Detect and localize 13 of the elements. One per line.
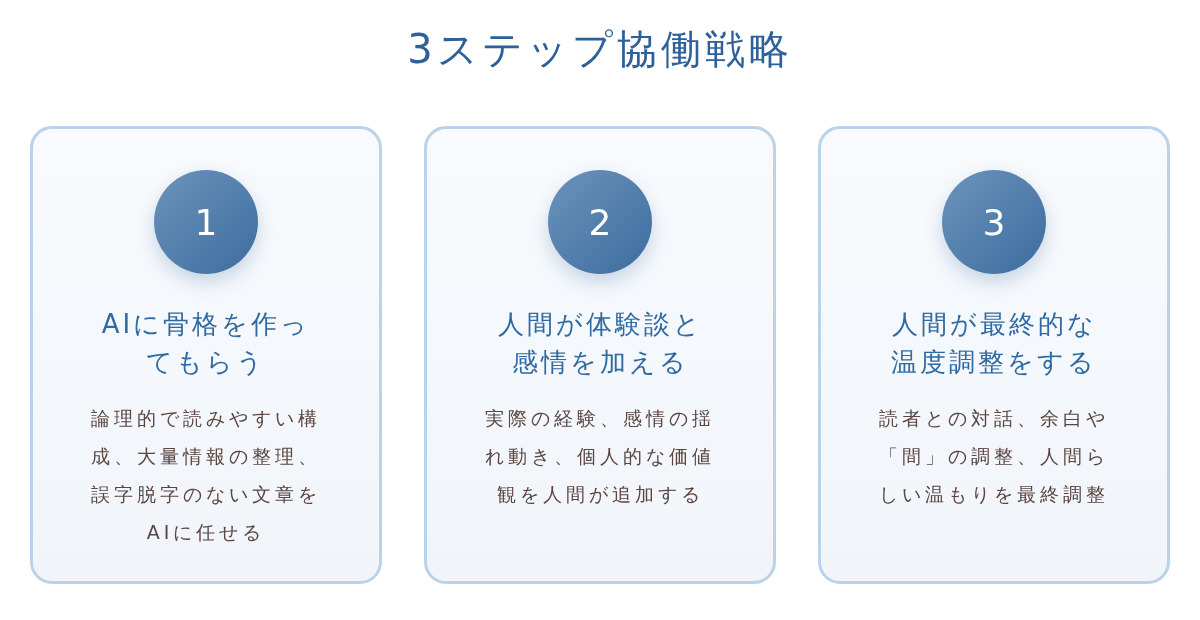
step-card [424, 126, 776, 584]
step-heading: 人間が最終的な温度調整をする [890, 308, 1098, 379]
step-heading: 人間が体験談と感情を加える [496, 308, 704, 379]
step-number-circle: 3 [942, 170, 1046, 274]
step-heading: AIに骨格を作ってもらう [100, 308, 312, 379]
step-card [30, 126, 382, 584]
title: 3ステップ協働戦略 [406, 25, 794, 74]
step-card [818, 126, 1170, 584]
step-description: 実際の経験、感情の揺れ動き、個人的な価値観を人間が追加する [484, 406, 716, 507]
step-description: 論理的で読みやすい構成、大量情報の整理、誤字脱字のない文章をAIに任せる [90, 406, 322, 545]
step-description: 読者との対話、余白や「間」の調整、人間らしい温もりを最終調整 [878, 406, 1110, 507]
step-number-circle: 2 [548, 170, 652, 274]
step-number-circle: 1 [154, 170, 258, 274]
